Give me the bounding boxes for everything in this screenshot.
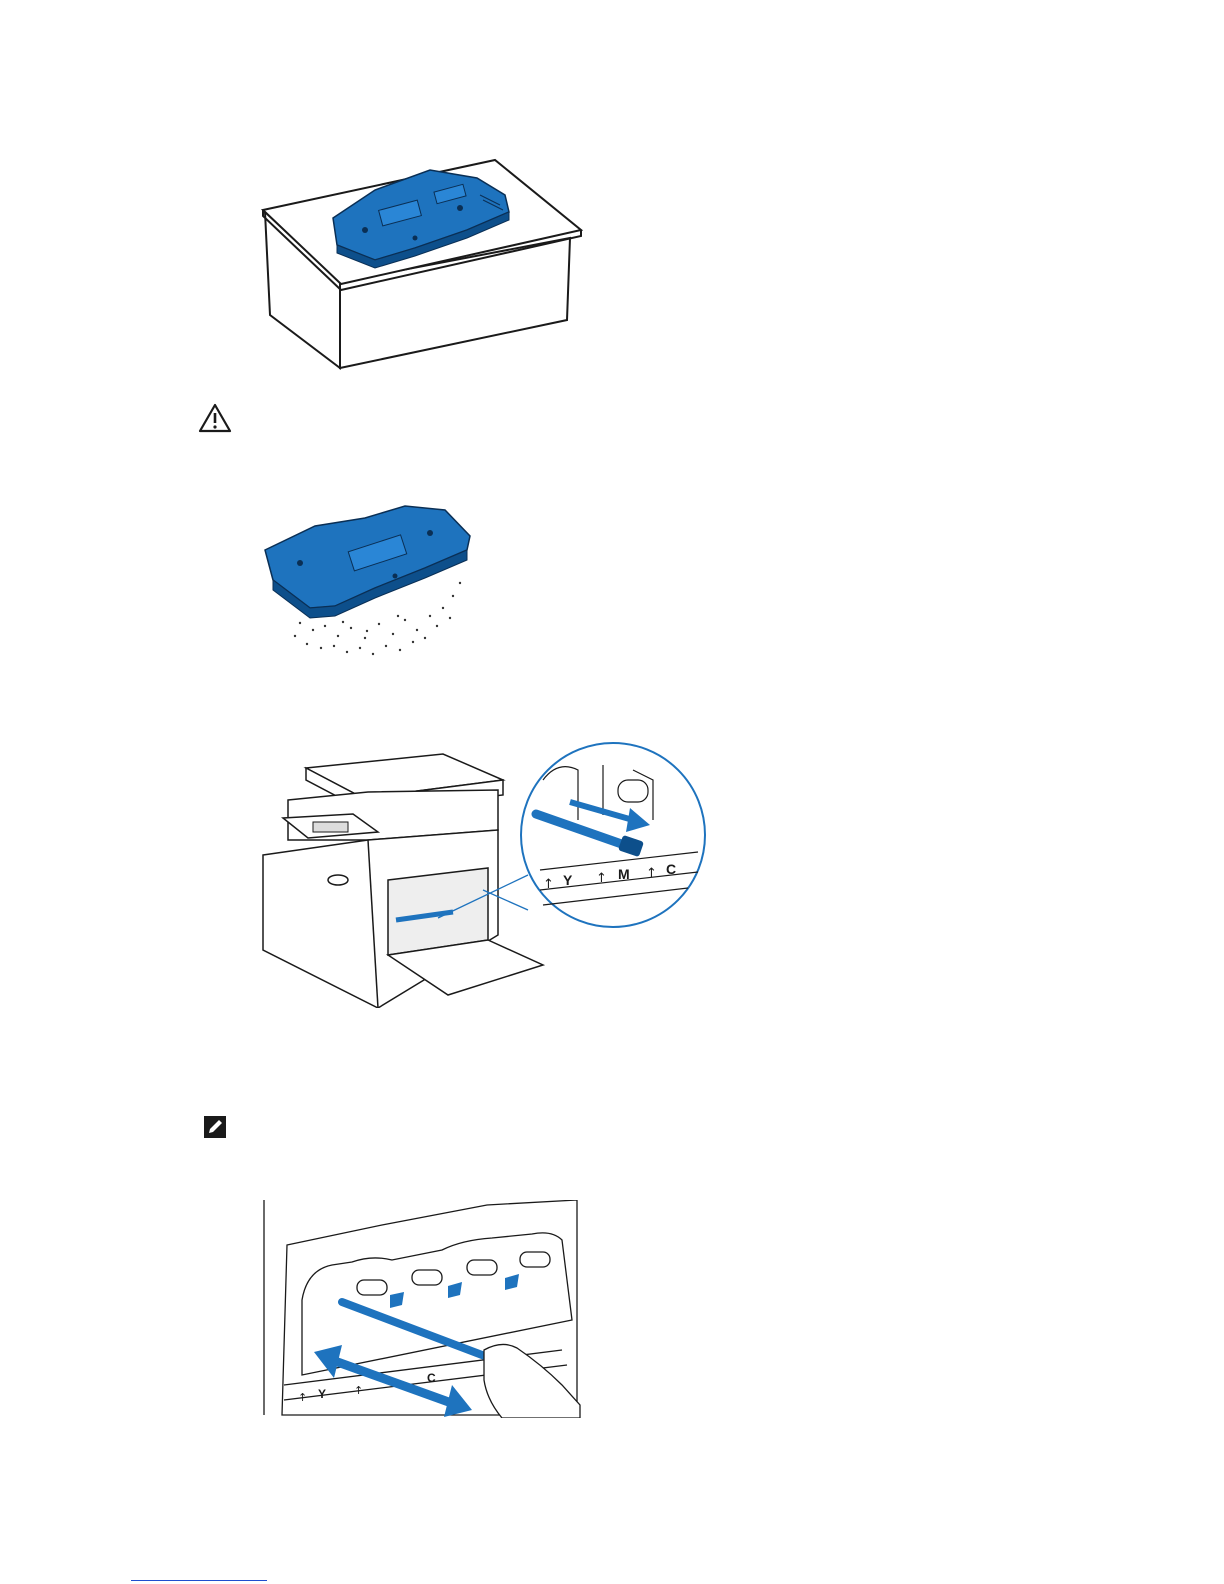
printer-cleaning-rod-closeup-figure: Y M C ↑ ↑ ↑: [258, 740, 718, 1008]
waste-box-toner-spill-figure: [255, 498, 480, 658]
slot-label-c: C: [427, 1371, 436, 1385]
note-pencil-icon: [202, 1114, 228, 1140]
slot-label-y: Y: [563, 872, 573, 888]
slot-arrow-2: ↑: [596, 871, 607, 886]
slot-arrow-3: ↑: [646, 866, 657, 881]
waste-box-on-flat-surface-figure: [255, 150, 585, 375]
waste-toner-box-shape: [265, 506, 470, 618]
cleaning-rod-laser-window-figure: Y C ↑ ↑: [262, 1200, 582, 1418]
slot-arrow-1: ↑: [298, 1391, 307, 1404]
footer-link-underline[interactable]: [131, 1580, 267, 1581]
slot-label-m: M: [618, 866, 630, 882]
slot-label-c: C: [666, 861, 676, 877]
slot-arrow-1: ↑: [543, 877, 554, 892]
warning-triangle-icon: [198, 403, 232, 433]
slot-arrow-2: ↑: [354, 1384, 363, 1397]
magnifier-circle: [521, 743, 705, 927]
slot-label-y: Y: [318, 1387, 326, 1401]
waste-toner-box-shape: [333, 170, 509, 268]
printer-shape: [263, 754, 543, 1008]
